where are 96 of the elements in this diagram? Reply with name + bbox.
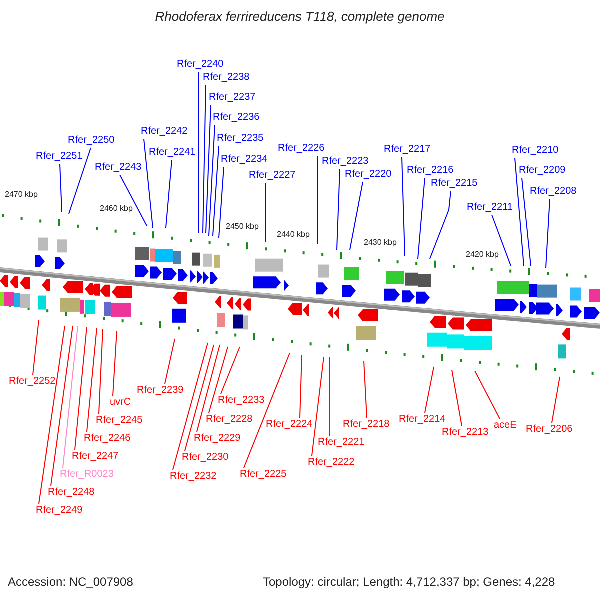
leader-line: [202, 84, 206, 234]
gene-label: Rfer_2239: [137, 384, 184, 398]
leader-line: [312, 356, 324, 456]
leader-line: [74, 326, 88, 450]
gene-label: Rfer_2214: [399, 413, 446, 427]
leader-line: [364, 360, 368, 418]
gene-label: Rfer_2232: [170, 470, 217, 484]
leader-line: [68, 148, 92, 214]
gene-label: Rfer_2240: [177, 58, 224, 72]
leader-line: [522, 178, 532, 266]
gene-label: Rfer_2211: [467, 201, 513, 215]
footer-text: Topology: circular; Length: 4,712,337 bp; Genes: 4,228: [263, 575, 556, 589]
gene-label: Rfer_2237: [209, 91, 256, 105]
leader-line: [430, 190, 452, 260]
leader-line: [300, 354, 302, 418]
gene-label: Rfer_2225: [240, 468, 287, 482]
gene-label: Rfer_2247: [72, 450, 119, 464]
gene-label: Rfer_2224: [266, 418, 313, 432]
leader-line: [220, 346, 240, 394]
leader-line: [474, 370, 500, 420]
leader-line: [206, 104, 212, 234]
scale-label: 2440 kbp: [277, 230, 310, 239]
leader-line: [546, 198, 550, 268]
leader-line: [424, 366, 434, 414]
leader-line: [402, 156, 406, 256]
leader-line: [32, 320, 40, 376]
gene-label: Rfer_2228: [206, 413, 253, 427]
gene-label: Rfer_2241: [149, 146, 196, 160]
gene-label: Rfer_2209: [519, 164, 566, 178]
leader-line: [144, 138, 154, 228]
gene-label: Rfer_2250: [68, 134, 115, 148]
title: Rhodoferax ferrireducens T118, complete genome: [154, 9, 446, 24]
leader-line: [172, 342, 208, 470]
leader-line: [514, 158, 524, 266]
leader-line: [208, 124, 216, 236]
gene-label: Rfer_2226: [278, 142, 325, 156]
scale-label: 2460 kbp: [100, 204, 133, 213]
gene-label: Rfer_2243: [95, 161, 142, 175]
gene-label: Rfer_2251: [36, 150, 83, 164]
gene-label: Rfer_2223: [322, 155, 369, 169]
leader-line: [50, 326, 74, 486]
leader-line: [164, 338, 176, 384]
leader-line: [98, 328, 104, 414]
gene-label: Rfer_2213: [442, 426, 489, 440]
gene-label: Rfer_2210: [512, 144, 559, 158]
scale-label: 2470 kbp: [5, 190, 38, 199]
leader-line: [166, 160, 172, 228]
gene-label: Rfer_2234: [221, 153, 268, 167]
leader-line: [198, 72, 200, 234]
gene-label: Rfer_2245: [96, 414, 143, 428]
gene-label: Rfer_2221: [318, 436, 365, 450]
leader-line: [62, 326, 78, 468]
gene-label: Rfer_2215: [431, 177, 478, 191]
leader-line: [60, 164, 62, 212]
scale-label: 2420 kbp: [466, 250, 499, 259]
gene-label: Rfer_2252: [9, 375, 56, 389]
leader-line: [492, 214, 512, 266]
gene-label: uvrC: [110, 396, 132, 410]
leader-line: [38, 326, 66, 504]
gene-label: Rfer_2233: [218, 394, 265, 408]
gene-label: Rfer_2220: [345, 168, 392, 182]
leader-line: [452, 370, 462, 426]
leader-line: [208, 346, 228, 414]
gene-label: aceE: [494, 419, 517, 433]
gene-label: Rfer_2246: [84, 432, 131, 446]
gene-label: Rfer_2206: [526, 423, 573, 437]
gene-label: Rfer_2236: [213, 111, 260, 125]
footer-text: Accession: NC_007908: [8, 575, 134, 589]
leader-line: [552, 376, 560, 424]
leader-line: [350, 182, 364, 250]
gene-label: Rfer_2235: [217, 132, 264, 146]
leader-line: [86, 328, 98, 432]
gene-label: Rfer_2222: [308, 456, 355, 470]
leader-line: [196, 344, 220, 432]
leader-line: [218, 166, 224, 238]
leader-line: [184, 344, 214, 452]
gene-label: Rfer_2238: [203, 71, 250, 85]
gene-label: Rfer_2249: [36, 504, 83, 518]
gene-label: Rfer_2217: [384, 143, 431, 157]
gene-label: Rfer_2216: [407, 164, 454, 178]
leader-line: [336, 168, 340, 250]
gene-label: Rfer_2248: [48, 486, 95, 500]
gene-label: Rfer_2208: [530, 185, 577, 199]
gene-label: Rfer_2229: [194, 432, 241, 446]
gene-label: Rfer_2242: [141, 125, 188, 139]
leader-line: [212, 146, 220, 236]
gene-label: Rfer_2218: [343, 418, 390, 432]
scale-label: 2450 kbp: [226, 222, 259, 231]
scale-label: 2430 kbp: [364, 238, 397, 247]
leader-line: [120, 174, 148, 226]
leader-line: [418, 178, 426, 260]
gene-label: Rfer_2227: [249, 169, 296, 183]
leader-line: [244, 352, 290, 468]
gene-label: Rfer_2230: [182, 451, 229, 465]
gene-label: Rfer_R0023: [60, 468, 114, 482]
leader-line: [112, 330, 118, 396]
